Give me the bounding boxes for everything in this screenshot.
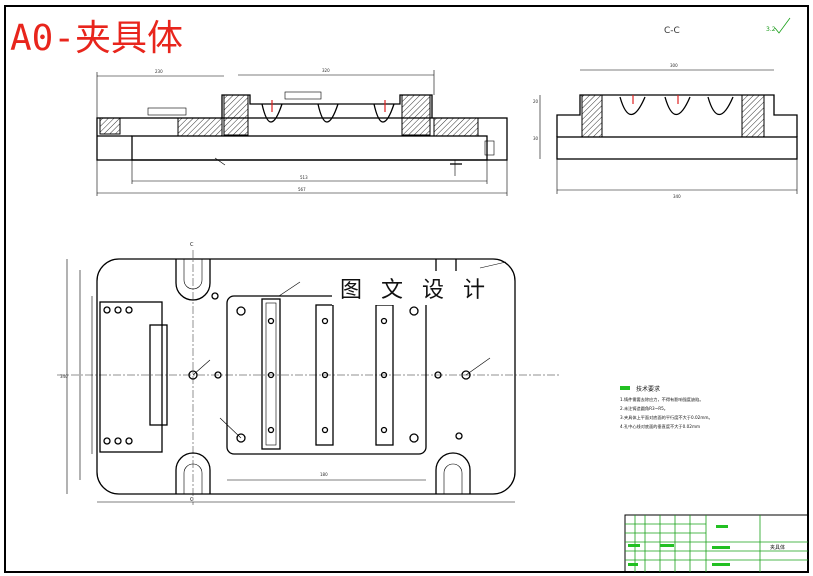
drawing-title: A0-夹具体 [10, 18, 183, 59]
svg-text:230: 230 [155, 69, 163, 74]
notes-heading: 技术要求 [636, 385, 660, 393]
front-view: 230 320 513 567 [96, 68, 508, 196]
section-label: C-C [664, 26, 680, 36]
svg-text:300: 300 [670, 63, 678, 68]
section-view: 300 340 20 30 [533, 63, 798, 199]
title-block: 夹具体 [624, 514, 809, 573]
roughness-symbol: 3.2 [766, 17, 791, 34]
cut-label-bottom: C [190, 497, 194, 503]
svg-text:340: 340 [60, 374, 68, 379]
notes-line-3: 3.夹具体上平面对底面的平行度不大于0.02mm。 [620, 414, 713, 421]
notes-line-4: 4.孔中心线对底面的垂直度不大于0.02mm [620, 423, 700, 430]
technical-notes: 技术要求 1.铸件需要去除应力，不得有影响强度缺陷。 2.未注铸造圆角R3~R5… [620, 385, 713, 430]
notes-line-2: 2.未注铸造圆角R3~R5。 [620, 405, 668, 412]
notes-line-1: 1.铸件需要去除应力，不得有影响强度缺陷。 [620, 396, 704, 403]
title-block-name: 夹具体 [770, 544, 785, 551]
svg-text:320: 320 [322, 68, 330, 73]
plan-view: 340 180 [57, 250, 560, 505]
drawing-frame [4, 5, 809, 573]
svg-text:30: 30 [533, 136, 539, 141]
svg-text:513: 513 [300, 175, 308, 180]
svg-text:567: 567 [298, 187, 306, 192]
svg-text:20: 20 [533, 99, 539, 104]
watermark-box [332, 271, 482, 305]
notes-marker [620, 386, 630, 390]
svg-text:180: 180 [320, 472, 328, 477]
watermark: 图 文 设 计 [340, 278, 491, 303]
svg-text:3.2: 3.2 [766, 26, 776, 33]
cut-label-top: C [190, 242, 194, 248]
svg-text:340: 340 [673, 194, 681, 199]
